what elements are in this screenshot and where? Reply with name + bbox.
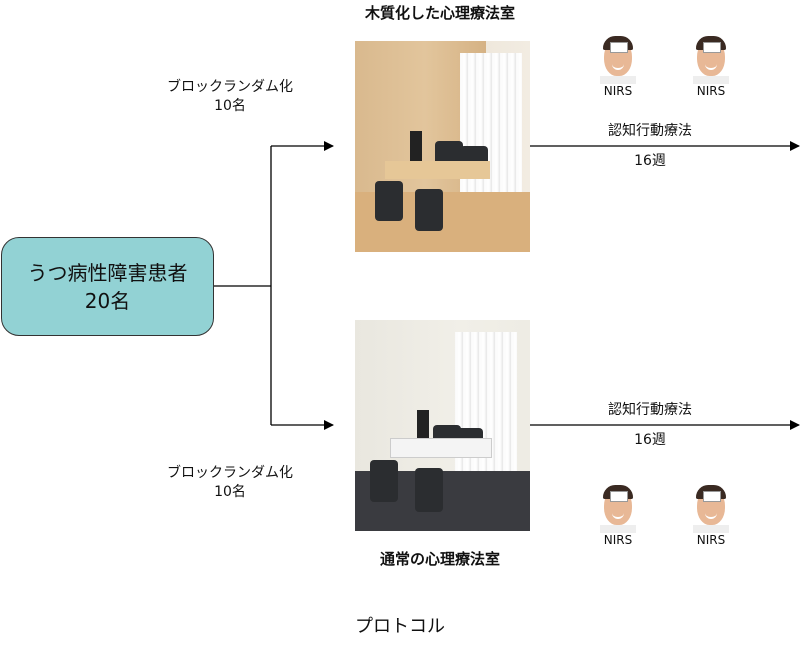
therapy-label-2: 認知行動療法: [608, 402, 692, 418]
nirs-subject-2b: NIRS: [693, 485, 736, 547]
duration-label-2: 16週: [634, 432, 666, 448]
nirs-face-icon: [693, 36, 729, 84]
normal-room-photo: [355, 320, 530, 531]
diagram-caption: プロトコル: [355, 616, 445, 637]
nirs-subject-1a: NIRS: [600, 36, 643, 98]
nirs-face-icon: [600, 485, 636, 533]
wood-room-photo: [355, 41, 530, 252]
room-title-normal: 通常の心理療法室: [379, 550, 500, 568]
therapy-label-1: 認知行動療法: [608, 123, 692, 139]
nirs-face-icon: [600, 36, 636, 84]
room-title-wood: 木質化した心理療法室: [364, 4, 515, 22]
nirs-subject-1b: NIRS: [693, 36, 736, 98]
nirs-face-icon: [693, 485, 729, 533]
duration-label-1: 16週: [634, 153, 666, 169]
nirs-subject-2a: NIRS: [600, 485, 643, 547]
patient-box: うつ病性障害患者 20名: [1, 237, 214, 336]
patient-label: うつ病性障害患者: [27, 260, 188, 285]
patient-count: 20名: [84, 288, 131, 313]
